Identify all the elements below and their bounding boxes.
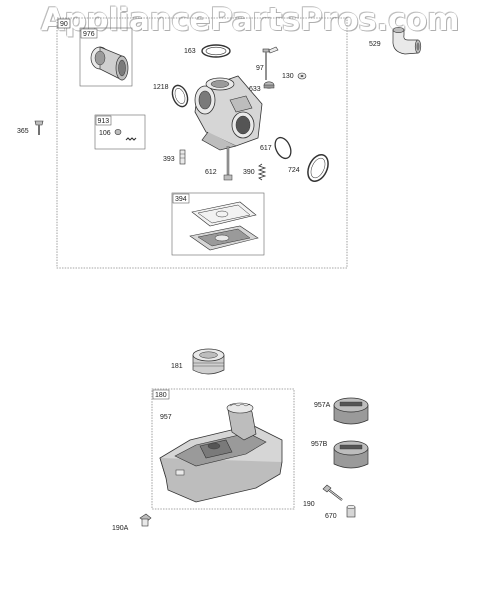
part-163-gasket bbox=[201, 44, 231, 58]
frame-180 bbox=[151, 388, 295, 510]
part-181-cap bbox=[192, 348, 225, 375]
part-130-washer bbox=[297, 72, 307, 80]
fuel-tank-body bbox=[159, 402, 283, 503]
part-957B-cap bbox=[333, 440, 369, 469]
diaphragm-gasket-bottom bbox=[189, 225, 259, 251]
label-1218: 1218 bbox=[153, 84, 169, 91]
carburetor-body bbox=[194, 75, 263, 181]
label-529: 529 bbox=[369, 41, 381, 48]
label-365: 365 bbox=[17, 128, 29, 135]
part-365-screw bbox=[34, 120, 44, 135]
label-163: 163 bbox=[184, 48, 196, 55]
watermark-logo: AppliancePartsPros.com bbox=[40, 2, 460, 38]
label-617: 617 bbox=[260, 145, 272, 152]
label-393: 393 bbox=[163, 156, 175, 163]
part-394-group: 394 bbox=[171, 192, 265, 256]
label-190: 190 bbox=[303, 501, 315, 508]
diaphragm-gasket-top bbox=[191, 201, 257, 227]
label-106: 106 bbox=[99, 130, 111, 137]
part-976-group: 976 bbox=[79, 27, 133, 87]
frame-180-tag bbox=[152, 389, 170, 400]
label-957: 957 bbox=[160, 414, 172, 421]
part-913-group: 913 106 bbox=[94, 114, 146, 150]
air-horn-part bbox=[90, 46, 129, 81]
frame-90-tag bbox=[57, 18, 71, 29]
label-90: 90 bbox=[60, 21, 68, 28]
part-190-bolt bbox=[322, 484, 343, 501]
label-724: 724 bbox=[288, 167, 300, 174]
part-97-screw bbox=[262, 46, 279, 80]
part-393-pin bbox=[179, 149, 186, 165]
part-529-elbow bbox=[392, 27, 422, 55]
part-190A-screw bbox=[139, 513, 152, 527]
label-97: 97 bbox=[256, 65, 264, 72]
label-633: 633 bbox=[249, 86, 261, 93]
label-130: 130 bbox=[282, 73, 294, 80]
part-106-needle bbox=[114, 129, 137, 141]
label-913: 913 bbox=[98, 118, 110, 125]
part-617-oring bbox=[274, 136, 292, 160]
label-957A: 957A bbox=[314, 402, 331, 409]
label-180: 180 bbox=[155, 392, 167, 399]
part-1218-oring bbox=[171, 84, 189, 108]
part-724-ring bbox=[307, 154, 329, 182]
label-181: 181 bbox=[171, 363, 183, 370]
label-190A: 190A bbox=[112, 525, 129, 532]
label-394: 394 bbox=[175, 196, 187, 203]
label-670: 670 bbox=[325, 513, 337, 520]
part-390-spring bbox=[257, 163, 267, 181]
label-612: 612 bbox=[205, 169, 217, 176]
part-957A-cap bbox=[333, 397, 369, 425]
label-957B: 957B bbox=[311, 441, 328, 448]
part-633-nut bbox=[263, 81, 275, 89]
part-670-spacer bbox=[346, 504, 356, 518]
label-390: 390 bbox=[243, 169, 255, 176]
label-976: 976 bbox=[83, 31, 95, 38]
